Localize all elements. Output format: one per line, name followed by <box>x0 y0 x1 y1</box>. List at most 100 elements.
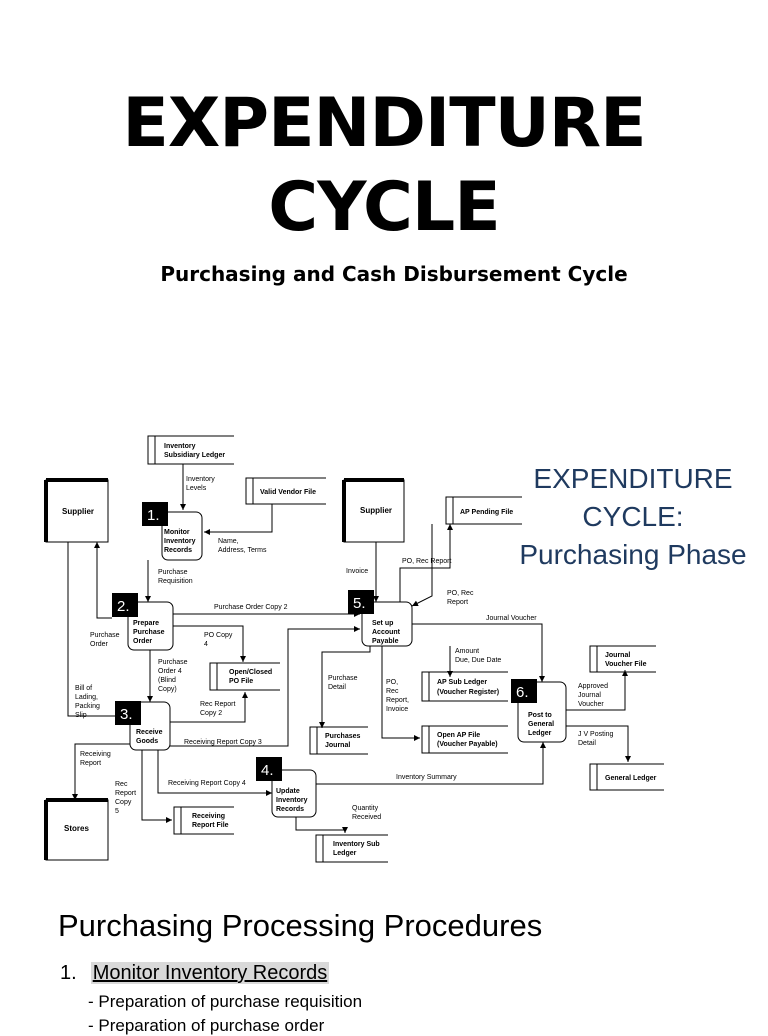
flow-po-copy4-2: 4 <box>204 641 208 648</box>
flow-po4-blind-4: Copy) <box>158 686 177 693</box>
entity-supplier-left: Supplier <box>44 478 109 543</box>
phase-label-line3: Purchasing Phase <box>519 539 747 570</box>
file-inventory-ledger-2: Subsidiary Ledger <box>164 452 225 459</box>
file-open-closed-po-1: Open/Closed <box>229 669 272 676</box>
flow-receiving-report-1: Receiving <box>80 751 111 758</box>
flow-quantity-received-2: Received <box>352 814 381 821</box>
file-open-ap-2: (Voucher Payable) <box>437 741 498 748</box>
flow-po-rec-report-2a: PO, Rec <box>447 590 474 597</box>
file-ap-sub-ledger-2: (Voucher Register) <box>437 689 499 696</box>
p1-number-badge: 1. <box>147 507 160 524</box>
flow-bill-of-lading-1: Bill of <box>75 685 92 692</box>
p2-number-badge: 2. <box>117 598 130 615</box>
p3-number-badge: 3. <box>120 706 133 723</box>
file-open-ap-1: Open AP File <box>437 732 480 739</box>
flow-po4-blind-1: Purchase <box>158 659 188 666</box>
flow-bill-of-lading-2: Lading, <box>75 694 98 701</box>
p4-line1: Update <box>276 788 300 795</box>
flow-journal-voucher: Journal Voucher <box>486 615 537 622</box>
flow-receiving-copy4: Receiving Report Copy 4 <box>168 780 246 787</box>
file-journal-voucher-2: Voucher File <box>605 661 647 668</box>
p1-line1: Monitor <box>164 529 190 536</box>
file-inventory-sub-1: Inventory Sub <box>333 841 380 848</box>
p5-number-badge: 5. <box>353 595 366 612</box>
step-1-sub-item-2: - Preparation of purchase order <box>88 1016 325 1035</box>
flow-po-rec-invoice-4: Invoice <box>386 706 408 713</box>
flow-purchase-requisition-2: Requisition <box>158 578 193 585</box>
page-subtitle: Purchasing and Cash Disbursement Cycle <box>160 262 628 286</box>
p3-line1: Receive <box>136 729 163 736</box>
p4-number-badge: 4. <box>261 762 274 779</box>
flow-rec-copy5-4: 5 <box>115 808 119 815</box>
flow-po-rec-report-2b: Report <box>447 599 468 606</box>
p6-line1: Post to <box>528 712 552 719</box>
flow-purchase-detail-1: Purchase <box>328 675 358 682</box>
file-valid-vendor: Valid Vendor File <box>260 489 316 496</box>
flow-bill-of-lading-3: Packing <box>75 703 100 710</box>
file-ap-pending: AP Pending File <box>460 509 513 516</box>
p2-line1: Prepare <box>133 620 159 627</box>
flow-po4-blind-3: (Blind <box>158 677 176 684</box>
page-title-line1: EXPENDITURE <box>122 84 646 163</box>
flow-name-address-2: Address, Terms <box>218 547 267 554</box>
file-receiving-report-2: Report File <box>192 822 229 829</box>
p1-line3: Records <box>164 547 192 554</box>
p6-line3: Ledger <box>528 730 552 737</box>
flow-inventory-levels-1: Inventory <box>186 476 215 483</box>
p2-line3: Order <box>133 638 152 645</box>
phase-label: EXPENDITURE CYCLE: Purchasing Phase <box>508 460 758 574</box>
file-purchases-journal-1: Purchases <box>325 733 361 740</box>
step-1-sub-item-1: - Preparation of purchase requisition <box>88 992 363 1011</box>
flow-invoice: Invoice <box>346 568 368 575</box>
file-inventory-sub-2: Ledger <box>333 850 357 857</box>
flow-receiving-copy3: Receiving Report Copy 3 <box>184 739 262 746</box>
flow-inventory-summary: Inventory Summary <box>396 774 457 781</box>
flow-receiving-report-2: Report <box>80 760 101 767</box>
page-title-line2: CYCLE <box>268 168 500 247</box>
file-purchases-journal-2: Journal <box>325 742 350 749</box>
flow-purchase-requisition-1: Purchase <box>158 569 188 576</box>
file-receiving-report-1: Receiving <box>192 813 225 820</box>
step-1-label: Monitor Inventory Records <box>90 962 330 984</box>
file-inventory-ledger-1: Inventory <box>164 443 196 450</box>
supplier-left-label: Supplier <box>62 507 94 516</box>
file-open-closed-po-2: PO File <box>229 678 253 685</box>
stores-label: Stores <box>64 824 89 833</box>
flow-name-address-1: Name, <box>218 538 239 545</box>
p5-line1: Set up <box>372 620 393 627</box>
flow-po-rec-invoice-2: Rec <box>386 688 399 695</box>
flow-rec-copy5-1: Rec <box>115 781 128 788</box>
flow-jv-posting-2: Detail <box>578 740 596 747</box>
p2-line2: Purchase <box>133 629 165 636</box>
entity-supplier-right: Supplier <box>342 478 405 543</box>
step-1-number: 1. <box>60 962 77 984</box>
entity-stores: Stores <box>44 798 109 861</box>
flow-po4-blind-2: Order 4 <box>158 668 182 675</box>
flow-po-rec-invoice-1: PO, <box>386 679 398 686</box>
flow-amount-due-1: Amount <box>455 648 479 655</box>
file-ap-sub-ledger-1: AP Sub Ledger <box>437 679 487 686</box>
p6-line2: General <box>528 721 554 728</box>
flow-rec-report-copy2-1: Rec Report <box>200 701 235 708</box>
p1-line2: Inventory <box>164 538 196 545</box>
flow-po-rec-invoice-3: Report, <box>386 697 409 704</box>
p3-line2: Goods <box>136 738 158 745</box>
flow-purchase-order-2: Order <box>90 641 109 648</box>
p5-line3: Payable <box>372 638 399 645</box>
supplier-right-label: Supplier <box>360 506 392 515</box>
flow-po-copy4-1: PO Copy <box>204 632 233 639</box>
flow-jv-posting-1: J V Posting <box>578 731 614 738</box>
flow-bill-of-lading-4: Slip <box>75 712 87 719</box>
flow-inventory-levels-2: Levels <box>186 485 207 492</box>
procedures-heading: Purchasing Processing Procedures <box>58 908 543 943</box>
p6-number-badge: 6. <box>516 684 529 701</box>
file-journal-voucher-1: Journal <box>605 652 630 659</box>
flow-amount-due-2: Due, Due Date <box>455 657 501 664</box>
flow-po-copy2: Purchase Order Copy 2 <box>214 604 288 611</box>
flow-purchase-detail-2: Detail <box>328 684 346 691</box>
data-flow-diagram: Supplier Supplier Stores Inventory Subsi… <box>44 435 664 863</box>
flow-rec-copy5-3: Copy <box>115 799 132 806</box>
flow-approved-jv-3: Voucher <box>578 701 604 708</box>
flow-quantity-received-1: Quantity <box>352 805 379 812</box>
p5-line2: Account <box>372 629 401 636</box>
